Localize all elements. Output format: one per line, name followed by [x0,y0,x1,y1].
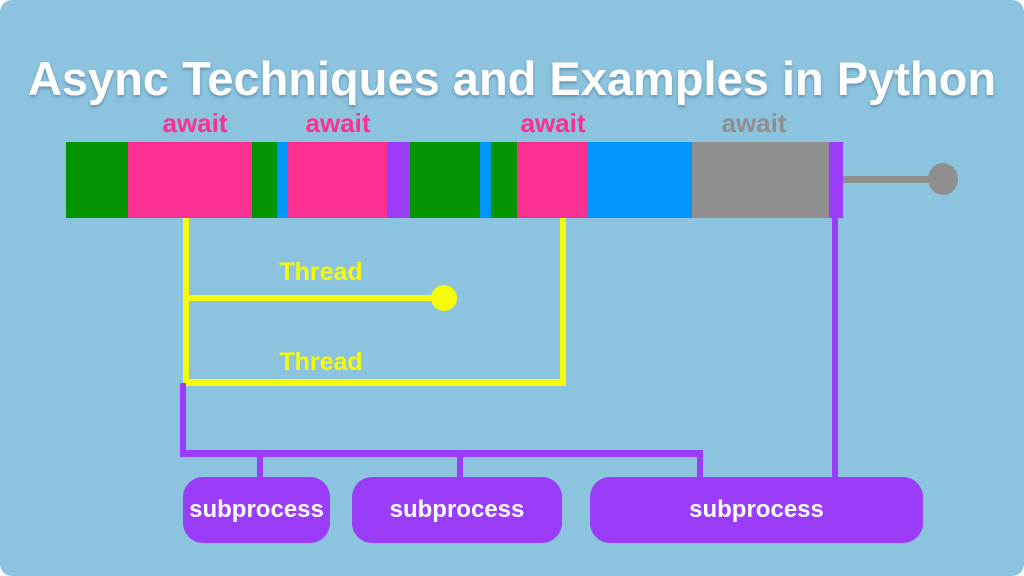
main-pointer-dot [928,163,958,195]
await-label-2: await [305,108,371,138]
thread-line-3 [183,379,566,386]
timeline-segment-12-gray [692,142,829,218]
await-label-4: await [721,108,787,138]
timeline-segment-2-pink [128,142,252,218]
timeline-segment-9-green [491,142,517,218]
subprocess-box-1: subprocess [183,477,330,543]
timeline-segment-7-green [410,142,480,218]
timeline-segment-1-green [66,142,128,218]
timeline-segment-4-blue [277,142,287,218]
thread-line-4 [560,218,566,386]
main-pointer-line [843,176,931,183]
await-label-1: await [162,108,228,138]
subprocess-box-label: subprocess [189,496,324,523]
process-line-4 [457,457,463,478]
thread-label-2: Thread [279,348,363,376]
process-line-3 [257,457,263,478]
slide-title: Async Techniques and Examples in Python [27,52,997,106]
thread-line-2 [183,295,444,301]
thread-label-1: Thread [279,258,363,286]
await-label-3: await [520,108,586,138]
timeline-segment-10-pink [517,142,587,218]
process-line-6 [832,218,838,478]
process-line-1 [180,383,186,457]
process-line-2 [180,450,703,457]
timeline-segment-6-purple [387,142,410,218]
thread-line-1 [183,218,189,386]
timeline-segment-8-blue [480,142,491,218]
process-line-5 [697,450,703,478]
subprocess-box-label: subprocess [389,496,525,523]
thread-end-dot [431,285,457,311]
timeline-segment-3-green [252,142,277,218]
timeline-bar [66,142,843,218]
timeline-segment-11-blue [587,142,692,218]
subprocess-box-2: subprocess [352,477,562,543]
timeline-segment-5-pink [287,142,387,218]
timeline-segment-13-purple [829,142,843,218]
subprocess-box-label: subprocess [689,496,824,523]
subprocess-box-3: subprocess [590,477,923,543]
